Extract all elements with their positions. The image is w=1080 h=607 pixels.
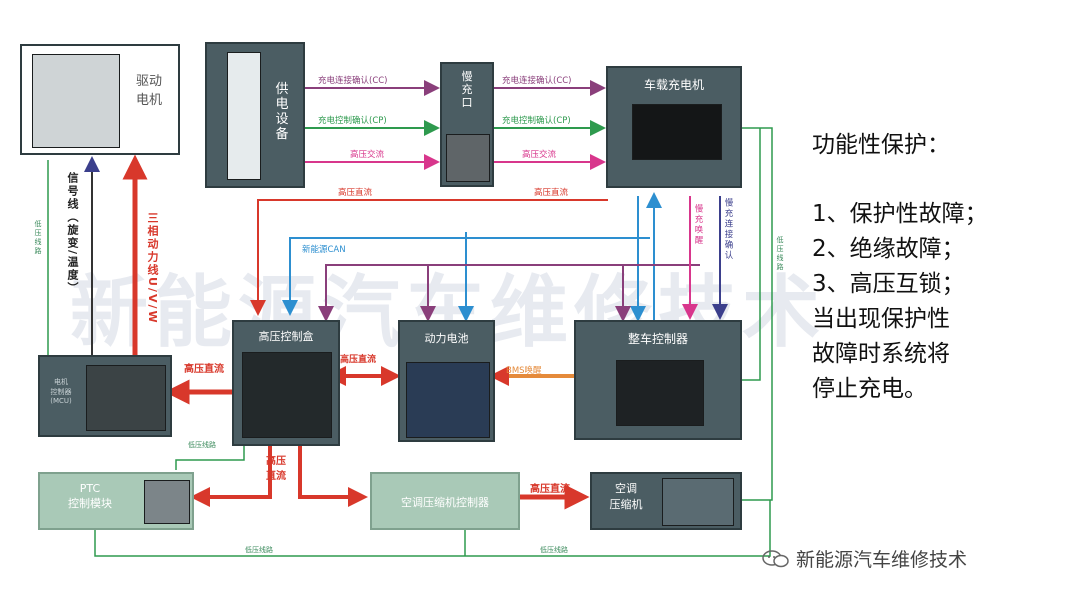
- power-battery-node: 动力电池: [398, 320, 495, 442]
- three-phase-label: 三相动力线U/V/W: [146, 212, 159, 325]
- drive-motor-node: 驱动 电机: [20, 44, 180, 155]
- ac-compressor-controller-label: 空调压缩机控制器: [401, 496, 489, 509]
- mcu-photo: [86, 365, 166, 431]
- vehicle-controller-label: 整车控制器: [627, 332, 688, 346]
- onboard-charger-label: 车载充电机: [643, 78, 704, 92]
- panel-item-6: 停止充电。: [812, 376, 927, 402]
- ac-compressor-node: 空调 压缩机: [590, 472, 742, 530]
- panel-item-3: 3、高压互锁；: [812, 271, 965, 297]
- cp-label-2: 充电控制确认(CP): [502, 116, 571, 126]
- ptc-module-label: PTC 控制模块: [68, 482, 112, 510]
- bottom-green-label-1: 低压线路: [245, 546, 273, 554]
- ac-compressor-label: 空调 压缩机: [609, 482, 643, 511]
- right-green-label: 低压线路: [776, 236, 784, 272]
- panel-title: 功能性保护：: [812, 132, 950, 158]
- motor-controller-label: 电机 控制器 (MCU): [50, 378, 72, 405]
- charging-pile-photo: [227, 52, 261, 180]
- slow-confirm-label: 慢充连接确认: [723, 198, 733, 261]
- mid-green-label: 低压线路: [188, 441, 216, 449]
- slow-wake-label: 慢充唤醒: [693, 204, 703, 246]
- battery-photo: [406, 362, 490, 438]
- charger-photo: [632, 104, 722, 160]
- wechat-icon: [762, 550, 789, 568]
- slow-charge-port-node: 慢 充 口: [440, 62, 494, 187]
- power-battery-label: 动力电池: [424, 332, 469, 345]
- hv-ac-label-2: 高压交流: [522, 150, 557, 160]
- diagram-connections: [47, 80, 773, 557]
- vehicle-controller-node: 整车控制器: [574, 320, 742, 440]
- hv-dc-label-left: 高压直流: [338, 188, 373, 198]
- hv-dc-down-label: 高压直流: [266, 456, 286, 482]
- hv-control-box-label: 高压控制盒: [258, 330, 314, 343]
- motor-photo: [32, 54, 120, 148]
- function-protection-panel: 功能性保护： 1、保护性故障； 2、绝缘故障； 3、高压互锁； 当出现保护性 故…: [812, 128, 988, 407]
- onboard-charger-node: 车载充电机: [606, 66, 742, 188]
- power-supply-node: 供 电 设 备: [205, 42, 305, 188]
- hv-dc-label-right: 高压直流: [534, 188, 569, 198]
- vcu-photo: [616, 360, 704, 426]
- ac-compressor-controller-node: 空调压缩机控制器: [370, 472, 520, 530]
- hv-control-box-node: 高压控制盒: [232, 320, 340, 446]
- can-label: 新能源CAN: [302, 245, 346, 255]
- ptc-module-node: PTC 控制模块: [38, 472, 194, 530]
- panel-item-2: 2、绝缘故障；: [812, 236, 965, 262]
- cc-label-2: 充电连接确认(CC): [502, 76, 572, 86]
- panel-item-1: 1、保护性故障；: [812, 201, 988, 227]
- bottom-green-label-2: 低压线路: [540, 546, 568, 554]
- compressor-photo: [662, 478, 734, 526]
- hv-ac-label-1: 高压交流: [350, 150, 385, 160]
- hv-dc-ac-label: 高压直流: [530, 484, 570, 495]
- hv-dc-mcu-label: 高压直流: [184, 364, 224, 375]
- cc-label-1: 充电连接确认(CC): [318, 76, 388, 86]
- brand-text: 新能源汽车维修技术: [796, 549, 968, 571]
- cp-label-1: 充电控制确认(CP): [318, 116, 387, 126]
- brand-watermark: 新能源汽车维修技术: [762, 545, 967, 572]
- bms-wake-label: BMS唤醒: [506, 366, 542, 376]
- motor-controller-node: 电机 控制器 (MCU): [38, 355, 172, 437]
- slow-charge-port-label: 慢 充 口: [461, 70, 473, 109]
- ptc-photo: [144, 480, 190, 524]
- drive-motor-label: 驱动 电机: [135, 74, 162, 108]
- panel-item-4: 当出现保护性: [812, 306, 950, 332]
- charge-port-photo: [446, 134, 490, 182]
- left-green-label: 低压线路: [34, 220, 42, 256]
- signal-line-label: 信号线（旋变/温度）: [66, 172, 79, 296]
- hv-box-photo: [242, 352, 332, 438]
- panel-item-5: 故障时系统将: [812, 341, 950, 367]
- hv-dc-battery-label: 高压直流: [340, 355, 377, 365]
- power-supply-label: 供 电 设 备: [275, 82, 289, 142]
